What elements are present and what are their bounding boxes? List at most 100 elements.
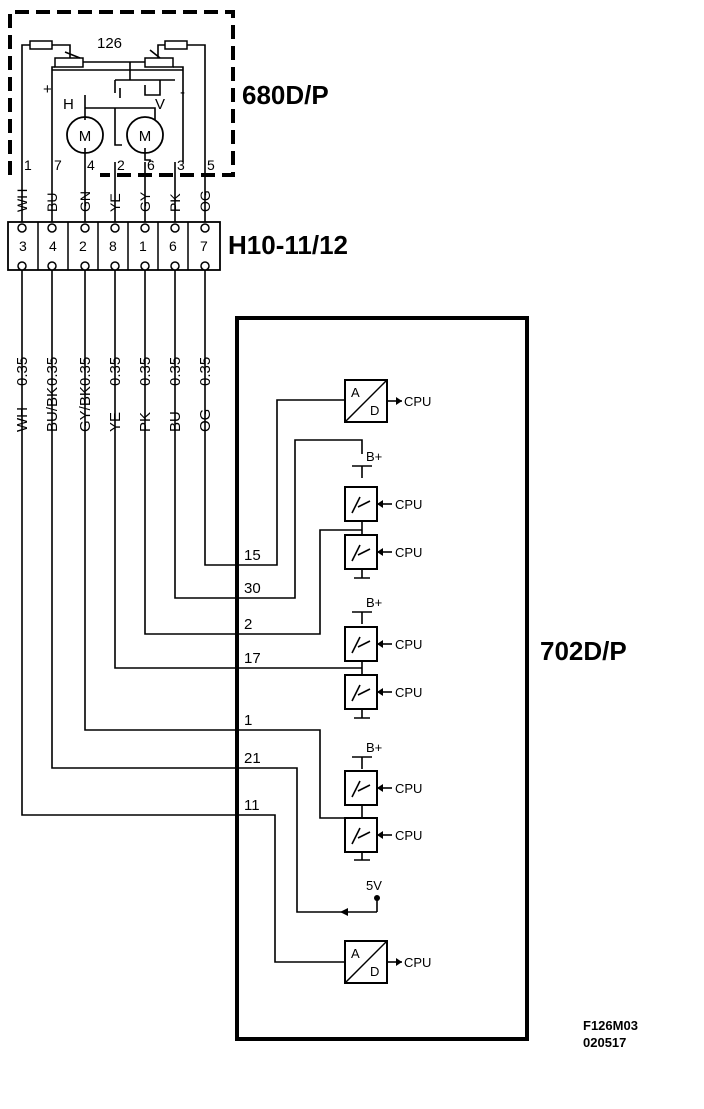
actuator-pin-1: 1 — [24, 157, 32, 173]
motor-h-symbol: M — [79, 128, 92, 145]
switch-1-low-cpu-label: CPU — [395, 545, 422, 560]
bplus-2-label: B+ — [366, 595, 382, 610]
pot-h-resistor — [29, 40, 53, 50]
connector-terminal-top-2 — [80, 223, 90, 233]
ground-1 — [354, 570, 370, 579]
module-label: 702D/P — [540, 636, 627, 666]
connector-terminal-bottom-0 — [17, 261, 27, 271]
connector-label: H10-11/12 — [228, 230, 348, 260]
actuator-pin-2: 2 — [117, 157, 125, 173]
harness-wire-ye — [114, 270, 237, 669]
connector-terminal-bottom-1 — [47, 261, 57, 271]
control-module-702dp: 702D/P ADCPUB+CPUCPUB+CPUCPUB+CPUCPUADCP… — [235, 316, 627, 1041]
connector-terminal-top-3 — [110, 223, 120, 233]
adc-bottom-arrow-icon — [396, 958, 402, 966]
switch-1-high-arrow-icon — [377, 500, 383, 508]
harness-size-0: 0.35 — [14, 357, 31, 386]
module-pin-11: 11 — [244, 797, 260, 814]
connector-pin-8: 8 — [109, 238, 117, 254]
module-pin-17: 17 — [244, 650, 261, 667]
switch-3-low-cpu-label: CPU — [395, 828, 422, 843]
adc-top-d-label: D — [370, 403, 379, 418]
harness-color-ye: YE — [107, 412, 124, 432]
actuator-pin-labels: 1 7 4 2 6 3 5 — [24, 157, 215, 173]
module-pin-30: 30 — [244, 580, 261, 597]
actuator-pin-6: 6 — [147, 157, 155, 173]
switch-3-high-box — [344, 770, 378, 806]
harness-size-2: 0.35 — [77, 357, 94, 386]
adc-top-diagonal — [344, 379, 388, 423]
pot-h-body — [54, 57, 84, 68]
diagram-code: F126M03 — [583, 1018, 638, 1033]
bplus-1-bar — [352, 465, 372, 478]
pot-v-resistor — [164, 40, 188, 50]
pot-v-body — [144, 57, 174, 68]
module-internal-traces — [237, 399, 378, 963]
module-border — [235, 316, 529, 1041]
actuator-number: 126 — [97, 35, 122, 52]
plus-sign: + — [43, 81, 52, 98]
switch-3-low-arrow-icon — [377, 831, 383, 839]
minus-sign: - — [180, 84, 185, 101]
switch-2-low-switch-icon — [351, 684, 371, 702]
harness-wire-pk — [144, 270, 237, 635]
actuator-pin-3: 3 — [177, 157, 185, 173]
switch-3-low-box — [344, 817, 378, 853]
motor-v-icon — [126, 116, 164, 154]
connector-terminal-top-4 — [140, 223, 150, 233]
harness-wire-wh — [21, 270, 237, 816]
diagram-date: 020517 — [583, 1035, 626, 1050]
ground-3 — [354, 852, 370, 861]
switch-2-high-box — [344, 626, 378, 662]
connector-pin-3: 3 — [19, 238, 27, 254]
bplus-3-bar — [352, 756, 372, 769]
harness-size-5: 0.35 — [167, 357, 184, 386]
harness-size-4: 0.35 — [137, 357, 154, 386]
harness-color-og: OG — [197, 409, 214, 432]
harness-size-3: 0.35 — [107, 357, 124, 386]
harness-color-bu: BU — [167, 411, 184, 432]
connector-terminal-bottom-6 — [200, 261, 210, 271]
five-v-label: 5V — [366, 878, 382, 893]
actuator-pin-7: 7 — [54, 157, 62, 173]
switch-2-high-switch-icon — [351, 636, 371, 654]
connector-pin-2: 2 — [79, 238, 87, 254]
connector-terminal-bottom-5 — [170, 261, 180, 271]
actuator-pin-4: 4 — [87, 157, 95, 173]
switch-2-high-arrow-icon — [377, 640, 383, 648]
five-v-arrow-icon — [340, 908, 348, 916]
five-v-node — [374, 895, 380, 901]
motor-h-icon — [66, 116, 104, 154]
adc-bottom-cpu-label: CPU — [404, 955, 431, 970]
connector-terminal-top-6 — [200, 223, 210, 233]
switch-3-low-switch-icon — [351, 827, 371, 845]
motor-v-label: V — [155, 96, 165, 113]
adc-top-a-label: A — [351, 385, 360, 400]
connector-terminal-top-5 — [170, 223, 180, 233]
switch-1-high-cpu-label: CPU — [395, 497, 422, 512]
adc-top-cpu-label: CPU — [404, 394, 431, 409]
bplus-2-bar — [352, 611, 372, 624]
module-pin-1: 1 — [244, 712, 252, 729]
switch-3-high-cpu-label: CPU — [395, 781, 422, 796]
connector-terminal-bottom-2 — [80, 261, 90, 271]
harness: WH0.35BU/BK0.35GY/BK0.35YE0.35PK0.35BU0.… — [14, 270, 237, 816]
switch-1-low-box — [344, 534, 378, 570]
adc-bottom-diagonal — [344, 940, 388, 984]
motor-v-symbol: M — [139, 128, 152, 145]
module-pin-2: 2 — [244, 616, 252, 633]
ground-2 — [354, 710, 370, 719]
actuator-pin-5: 5 — [207, 157, 215, 173]
connector-pin-7: 7 — [200, 238, 208, 254]
switch-3-high-arrow-icon — [377, 784, 383, 792]
harness-wire-bu-bk — [51, 270, 237, 769]
switch-2-high-cpu-label: CPU — [395, 637, 422, 652]
switch-1-high-box — [344, 486, 378, 522]
actuator-label: 680D/P — [242, 80, 329, 110]
adc-bottom-d-label: D — [370, 964, 379, 979]
module-pin-15: 15 — [244, 547, 261, 564]
